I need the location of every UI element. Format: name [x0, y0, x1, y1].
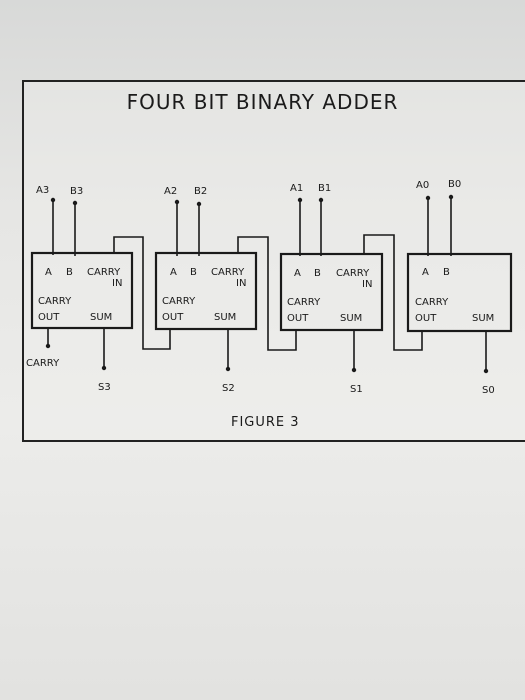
input-terminal-a: [425, 195, 431, 201]
input-terminal-b: [448, 194, 454, 200]
input-terminal-b: [72, 200, 78, 206]
input-label-a: A3: [36, 185, 49, 196]
adder-box: [279, 252, 384, 332]
input-label-a: A0: [416, 180, 429, 191]
input-terminal-a: [297, 197, 303, 203]
sum-terminal: [351, 367, 357, 373]
pin-label-carry-in: CARRY: [336, 268, 370, 279]
adder-box: [154, 251, 258, 331]
pin-label-in: IN: [362, 279, 372, 290]
sum-terminal: [483, 368, 489, 374]
input-terminal-a: [174, 199, 180, 205]
pin-label-out: OUT: [287, 313, 309, 324]
final-carry-label: CARRY: [26, 358, 60, 369]
pin-label-carry-in: CARRY: [87, 267, 121, 278]
full-adder-2: A2 B2 A B CARRY IN CARRY OUT SUM S2: [154, 186, 258, 394]
pin-label-carry-in: CARRY: [211, 267, 245, 278]
input-label-b: B0: [448, 179, 461, 190]
carry-wire-2-to-3: [113, 236, 171, 350]
pin-label-b: B: [66, 267, 73, 278]
pin-label-sum: SUM: [340, 313, 362, 324]
pin-label-a: A: [45, 267, 52, 278]
carry-wire-1-to-2: [237, 236, 297, 351]
pin-label-a: A: [170, 267, 177, 278]
pin-label-a: A: [294, 268, 301, 279]
pin-label-b: B: [190, 267, 197, 278]
full-adder-0: A0 B0 A B CARRY OUT SUM S0: [406, 179, 513, 396]
carry-wire-0-to-1: [363, 234, 423, 351]
input-label-b: B1: [318, 183, 331, 194]
pin-label-sum: SUM: [90, 312, 112, 323]
input-terminal-a: [50, 197, 56, 203]
input-label-a: A1: [290, 183, 303, 194]
input-label-b: B2: [194, 186, 207, 197]
adder-box: [30, 251, 134, 330]
pin-label-carry-out: CARRY: [415, 297, 449, 308]
input-terminal-b: [196, 201, 202, 207]
sum-output-label: S1: [350, 384, 363, 395]
pin-label-carry-out: CARRY: [287, 297, 321, 308]
pin-label-carry-out: CARRY: [38, 296, 72, 307]
pin-label-in: IN: [236, 278, 246, 289]
full-adder-1: A1 B1 A B CARRY IN CARRY OUT SUM S1: [279, 183, 384, 395]
figure-frame: [22, 80, 525, 442]
pin-label-in: IN: [112, 278, 122, 289]
sum-output-label: S3: [98, 382, 111, 393]
pin-label-out: OUT: [162, 312, 184, 323]
pin-label-carry-out: CARRY: [162, 296, 196, 307]
sum-terminal: [101, 365, 107, 371]
pin-label-a: A: [422, 267, 429, 278]
sum-terminal: [225, 366, 231, 372]
pin-label-out: OUT: [38, 312, 60, 323]
sum-output-label: S0: [482, 385, 495, 396]
pin-label-b: B: [443, 267, 450, 278]
pin-label-out: OUT: [415, 313, 437, 324]
pin-label-sum: SUM: [214, 312, 236, 323]
pin-label-b: B: [314, 268, 321, 279]
sum-output-label: S2: [222, 383, 235, 394]
input-label-b: B3: [70, 186, 83, 197]
carry-out-terminal: [45, 343, 51, 349]
input-terminal-b: [318, 197, 324, 203]
full-adder-3: A3 B3 A B CARRY IN CARRY OUT SUM CARRY S…: [26, 185, 134, 393]
input-label-a: A2: [164, 186, 177, 197]
adder-box: [406, 252, 513, 333]
pin-label-sum: SUM: [472, 313, 494, 324]
diagram-title: FOUR BIT BINARY ADDER: [126, 90, 399, 114]
figure-caption: FIGURE 3: [231, 415, 300, 430]
